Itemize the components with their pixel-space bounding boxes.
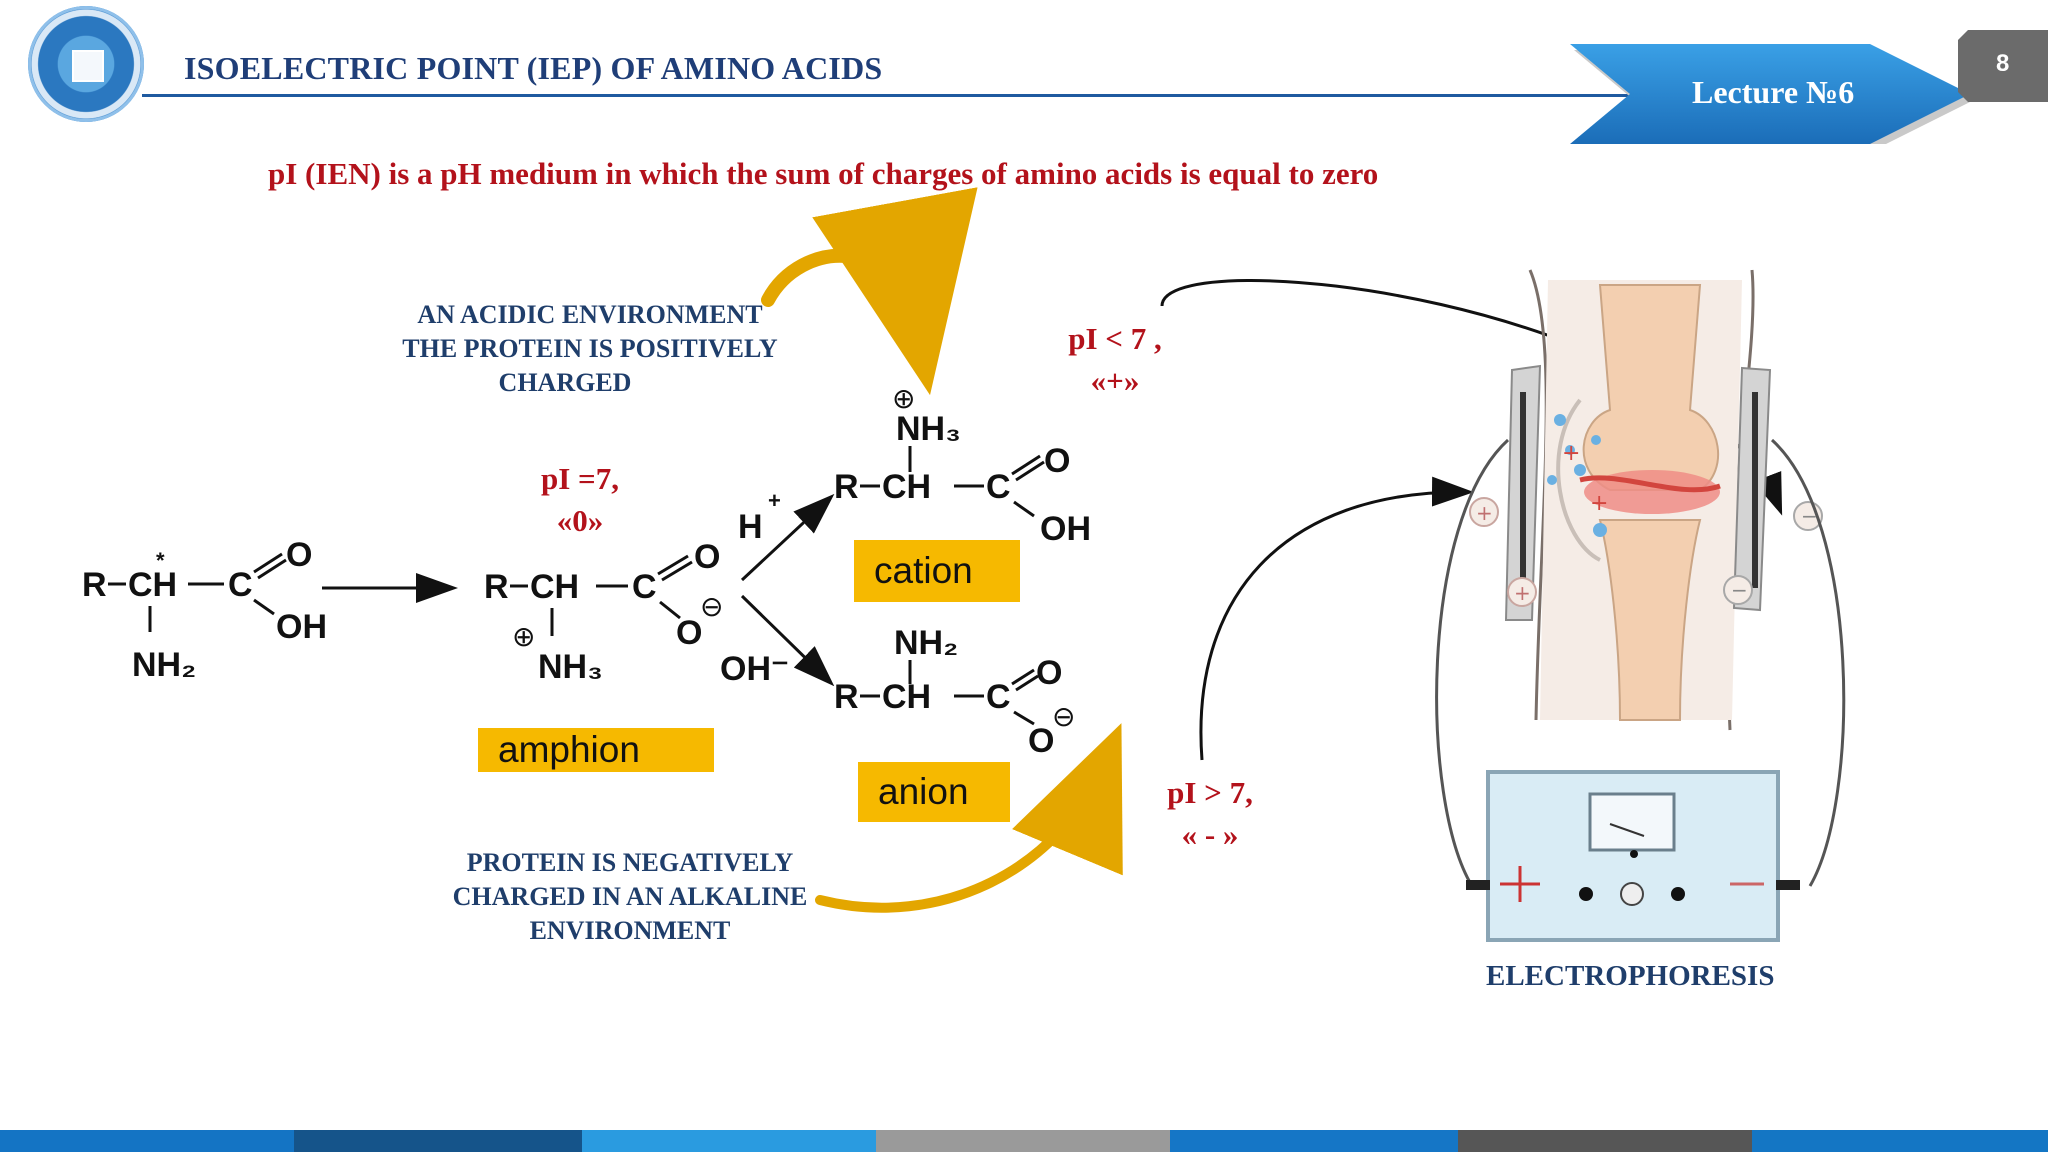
acid-curved-arrow	[761, 187, 978, 396]
alkaline-curved-arrow	[815, 723, 1123, 913]
chem-NH3-3: NH₃	[896, 410, 961, 448]
footer-segment	[1170, 1130, 1458, 1152]
chem-CH-3: CH	[882, 468, 931, 506]
svg-text:+: +	[1562, 441, 1580, 466]
pi-acidic-label: pI < 7 , «+»	[1068, 321, 1162, 398]
knee-electrophoresis-illustration: + + + + − −	[1435, 269, 1846, 942]
footer-segment	[582, 1130, 876, 1152]
chem-R-3: R	[834, 468, 859, 506]
chem-R-1: R	[82, 566, 107, 604]
chem-minus-2: ⊖	[700, 591, 723, 622]
chem-H-plus: +	[768, 488, 781, 513]
chem-R-2: R	[484, 568, 509, 606]
header-divider	[142, 94, 1762, 97]
chem-O-2a: O	[694, 538, 720, 576]
svg-text:−: −	[1731, 578, 1748, 602]
chem-plus-2: ⊕	[512, 621, 535, 652]
footer-segment	[1458, 1130, 1752, 1152]
amino-acid-structure: R CH * C O OH NH₂	[82, 536, 327, 684]
chem-O-4b: O	[1028, 722, 1054, 760]
university-seal-icon	[28, 6, 144, 122]
pi-neutral-label: pI =7, «0»	[541, 461, 619, 538]
anion-label: anion	[858, 762, 1010, 822]
chem-CH-4: CH	[882, 678, 931, 716]
branch-down-arrow	[740, 594, 835, 687]
svg-text:+: +	[1590, 491, 1608, 516]
lecture-badge-label: Lecture №6	[1692, 74, 1855, 110]
chem-OH-3: OH	[1040, 510, 1091, 548]
chem-C-2: C	[632, 568, 657, 606]
footer-segment	[876, 1130, 1170, 1152]
chem-OH-minus: OH⁻	[720, 650, 789, 688]
chem-O-3: O	[1044, 442, 1070, 480]
chem-C-1: C	[228, 566, 253, 604]
svg-text:+: +	[1476, 501, 1493, 525]
footer-segment	[0, 1130, 294, 1152]
arrow-ribbon-icon	[1570, 44, 1970, 144]
chem-CH-1: CH	[128, 566, 177, 604]
chem-CH-2: CH	[530, 568, 579, 606]
branch-up-arrow	[740, 493, 835, 582]
page-number: 8	[1996, 50, 2010, 77]
chem-NH2-4: NH₂	[894, 624, 958, 662]
chem-O-4a: O	[1036, 654, 1062, 692]
cation-label: cation	[854, 540, 1020, 602]
logo-emblem	[72, 50, 104, 82]
acidic-annotation: AN ACIDIC ENVIRONMENT THE PROTEIN IS POS…	[402, 300, 778, 397]
chem-O-1: O	[286, 536, 312, 574]
chem-O-2b: O	[676, 614, 702, 652]
page-number-tab	[1958, 30, 2048, 102]
electrophoresis-caption: ELECTROPHORESIS	[1486, 960, 1775, 992]
svg-text:+: +	[1514, 581, 1531, 605]
alkaline-annotation: PROTEIN IS NEGATIVELY CHARGED IN AN ALKA…	[452, 848, 808, 945]
chem-C-3: C	[986, 468, 1011, 506]
amphion-label: amphion	[478, 728, 714, 772]
chem-NH2-1: NH₂	[132, 646, 196, 684]
chem-C-4: C	[986, 678, 1011, 716]
chem-NH3-2: NH₃	[538, 648, 603, 686]
chem-R-4: R	[834, 678, 859, 716]
chem-chiral-star: *	[156, 548, 165, 573]
footer-segment	[294, 1130, 582, 1152]
chem-H-proton: H	[738, 508, 763, 546]
zwitterion-structure: R CH C O O ⊖ ⊕ NH₃	[484, 538, 723, 686]
definition-subtitle: pI (IEN) is a pH medium in which the sum…	[268, 156, 1379, 191]
page-title: ISOELECTRIC POINT (IEP) OF AMINO ACIDS	[184, 50, 883, 86]
cation-structure: ⊕ NH₃ R CH C O OH	[834, 383, 1091, 548]
footer-color-bar	[0, 1130, 2048, 1152]
anion-structure: NH₂ R CH C O O ⊖	[834, 624, 1075, 760]
chem-plus-3: ⊕	[892, 383, 915, 414]
to-anode-arrow	[1199, 476, 1474, 761]
chem-OH-1: OH	[276, 608, 327, 646]
pi-alkaline-label: pI > 7, « - »	[1167, 775, 1253, 852]
footer-segment	[1752, 1130, 2048, 1152]
chem-minus-4: ⊖	[1052, 701, 1075, 732]
